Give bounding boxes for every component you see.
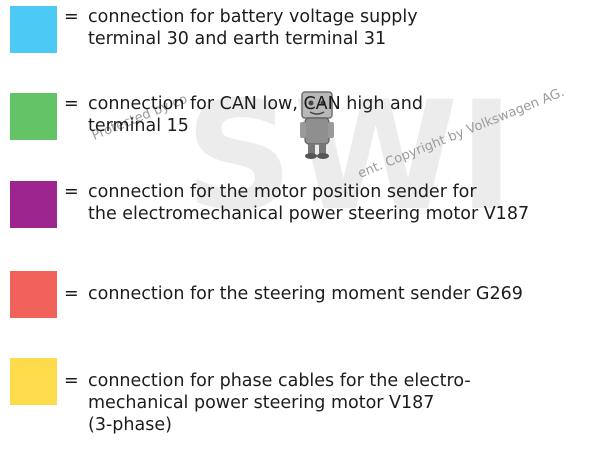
equals-sign: = — [64, 370, 88, 392]
equals-sign: = — [64, 283, 88, 305]
legend-text: =connection for phase cables for the ele… — [64, 370, 471, 436]
legend-line: the electromechanical power steering mot… — [64, 203, 529, 225]
legend-line: connection for CAN low, CAN high and — [88, 94, 423, 114]
legend-line: terminal 30 and earth terminal 31 — [64, 28, 418, 50]
legend-line: terminal 15 — [64, 115, 423, 137]
legend-text: =connection for the motor position sende… — [64, 181, 529, 225]
swatch-blue — [10, 6, 57, 53]
swatch-yellow — [10, 358, 57, 405]
legend-text: =connection for battery voltage supply t… — [64, 6, 418, 50]
legend-text: =connection for CAN low, CAN high and te… — [64, 93, 423, 137]
equals-sign: = — [64, 6, 88, 28]
swatch-red — [10, 271, 57, 318]
legend-text: =connection for the steering moment send… — [64, 283, 523, 305]
legend-line: (3-phase) — [64, 414, 471, 436]
swatch-green — [10, 93, 57, 140]
swatch-purple — [10, 181, 57, 228]
legend-line: connection for phase cables for the elec… — [88, 371, 471, 391]
legend-line: mechanical power steering motor V187 — [64, 392, 471, 414]
legend-line: connection for the steering moment sende… — [88, 284, 523, 304]
legend-line: connection for battery voltage supply — [88, 7, 418, 27]
equals-sign: = — [64, 181, 88, 203]
equals-sign: = — [64, 93, 88, 115]
legend-line: connection for the motor position sender… — [88, 182, 477, 202]
